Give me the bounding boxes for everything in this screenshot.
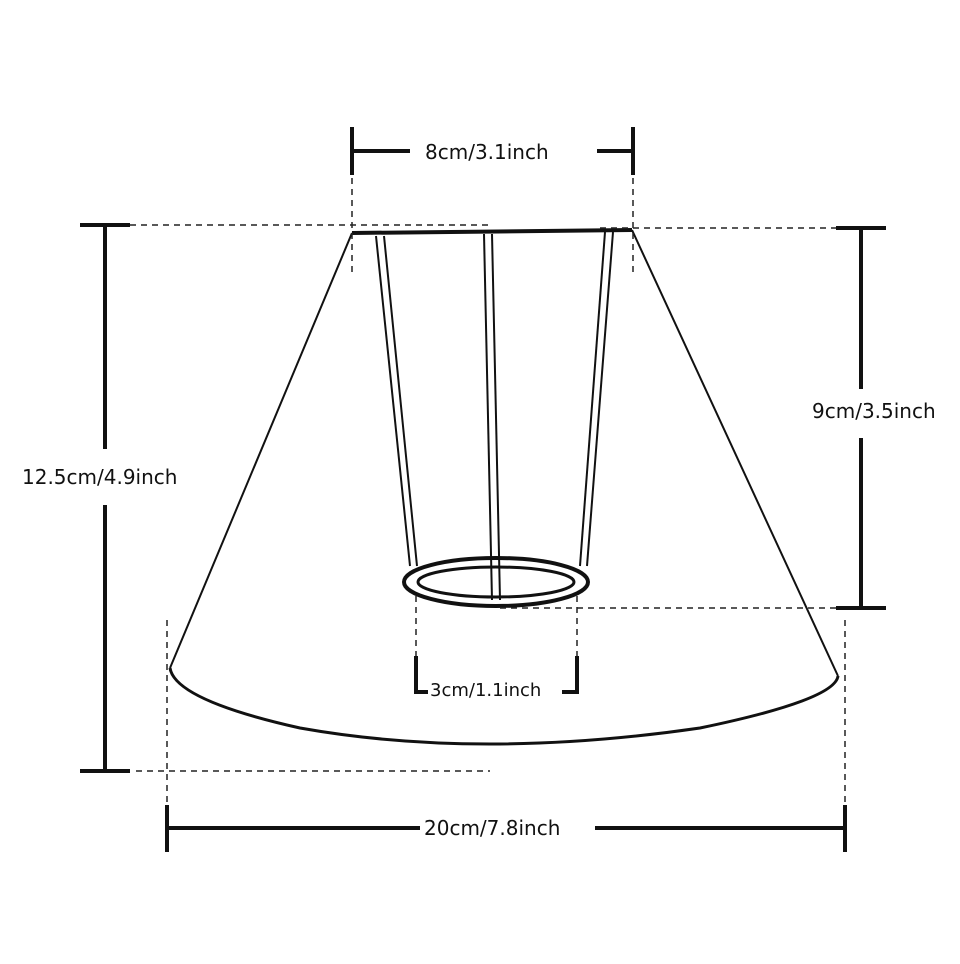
fitter-ring bbox=[402, 556, 590, 608]
lampshade-outline bbox=[168, 228, 840, 746]
dashed-guides bbox=[130, 178, 846, 808]
dimension-lines bbox=[80, 127, 886, 852]
top-diameter-label: 8cm/3.1inch bbox=[425, 140, 549, 164]
frame-height-label: 9cm/3.5inch bbox=[812, 399, 936, 423]
total-height-label: 12.5cm/4.9inch bbox=[22, 465, 178, 489]
bottom-diameter-label: 20cm/7.8inch bbox=[424, 816, 561, 840]
fitter-ring-diameter-label: 3cm/1.1inch bbox=[430, 680, 542, 701]
frame-struts bbox=[375, 231, 614, 601]
